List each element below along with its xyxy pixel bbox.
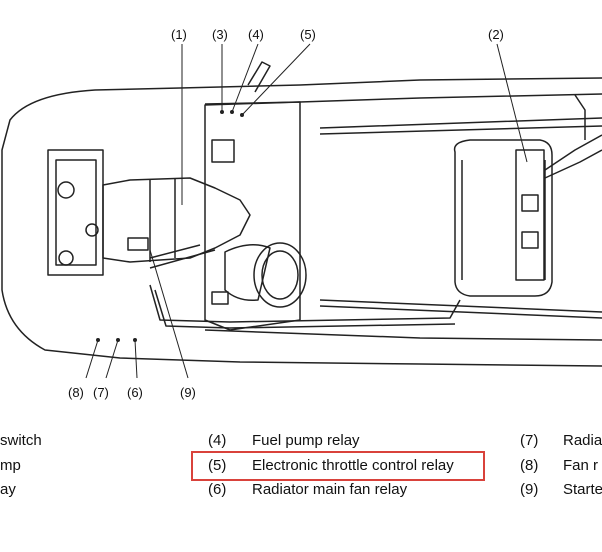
callout-2: (2)	[488, 27, 504, 42]
legend-label: switch	[0, 432, 42, 449]
legend-item-4: (4) Fuel pump relay	[208, 432, 498, 450]
callout-3: (3)	[212, 27, 228, 42]
legend-item-col1-2: ay	[0, 481, 16, 499]
legend-item-col1-0: switch	[0, 432, 42, 450]
callout-6: (6)	[127, 385, 143, 400]
legend-number: (5)	[208, 457, 227, 474]
highlight-box	[191, 451, 485, 481]
firewall-panel	[204, 101, 301, 331]
vehicle-wiring-diagram	[1, 43, 602, 379]
legend-number: (4)	[208, 432, 227, 449]
callout-9: (9)	[180, 385, 196, 400]
callout-8: (8)	[68, 385, 84, 400]
legend-item-col1-1: mp	[0, 457, 21, 475]
legend-label: Radia	[563, 432, 602, 449]
legend-label: mp	[0, 457, 21, 474]
legend-item-8: (8) Fan r	[520, 457, 602, 475]
fuel-line	[149, 284, 461, 323]
legend-label: Radiator main fan relay	[252, 481, 408, 498]
legend-label: Fan r	[563, 457, 599, 474]
legend-label: Electronic throttle control relay	[252, 457, 454, 474]
legend-item-5: (5) Electronic throttle control relay	[208, 457, 498, 475]
legend-number: (7)	[520, 432, 539, 449]
relay-box-square	[211, 139, 235, 163]
car-body-outline	[1, 77, 602, 367]
legend-label: Fuel pump relay	[252, 432, 360, 449]
fuel-tank	[453, 139, 553, 297]
legend-number: (8)	[520, 457, 539, 474]
callout-1: (1)	[171, 27, 187, 42]
legend-number: (6)	[208, 481, 227, 498]
callout-7: (7)	[93, 385, 109, 400]
legend-item-6: (6) Radiator main fan relay	[208, 481, 498, 499]
fuel-pump-unit	[515, 149, 545, 281]
callout-4: (4)	[248, 27, 264, 42]
legend-number: (9)	[520, 481, 539, 498]
wheel	[253, 242, 307, 308]
transmission	[102, 177, 251, 263]
legend-label: ay	[0, 481, 16, 498]
legend-label: Starte	[563, 481, 602, 498]
legend-item-7: (7) Radia	[520, 432, 602, 450]
callout-5: (5)	[300, 27, 316, 42]
legend-item-9: (9) Starte	[520, 481, 602, 499]
